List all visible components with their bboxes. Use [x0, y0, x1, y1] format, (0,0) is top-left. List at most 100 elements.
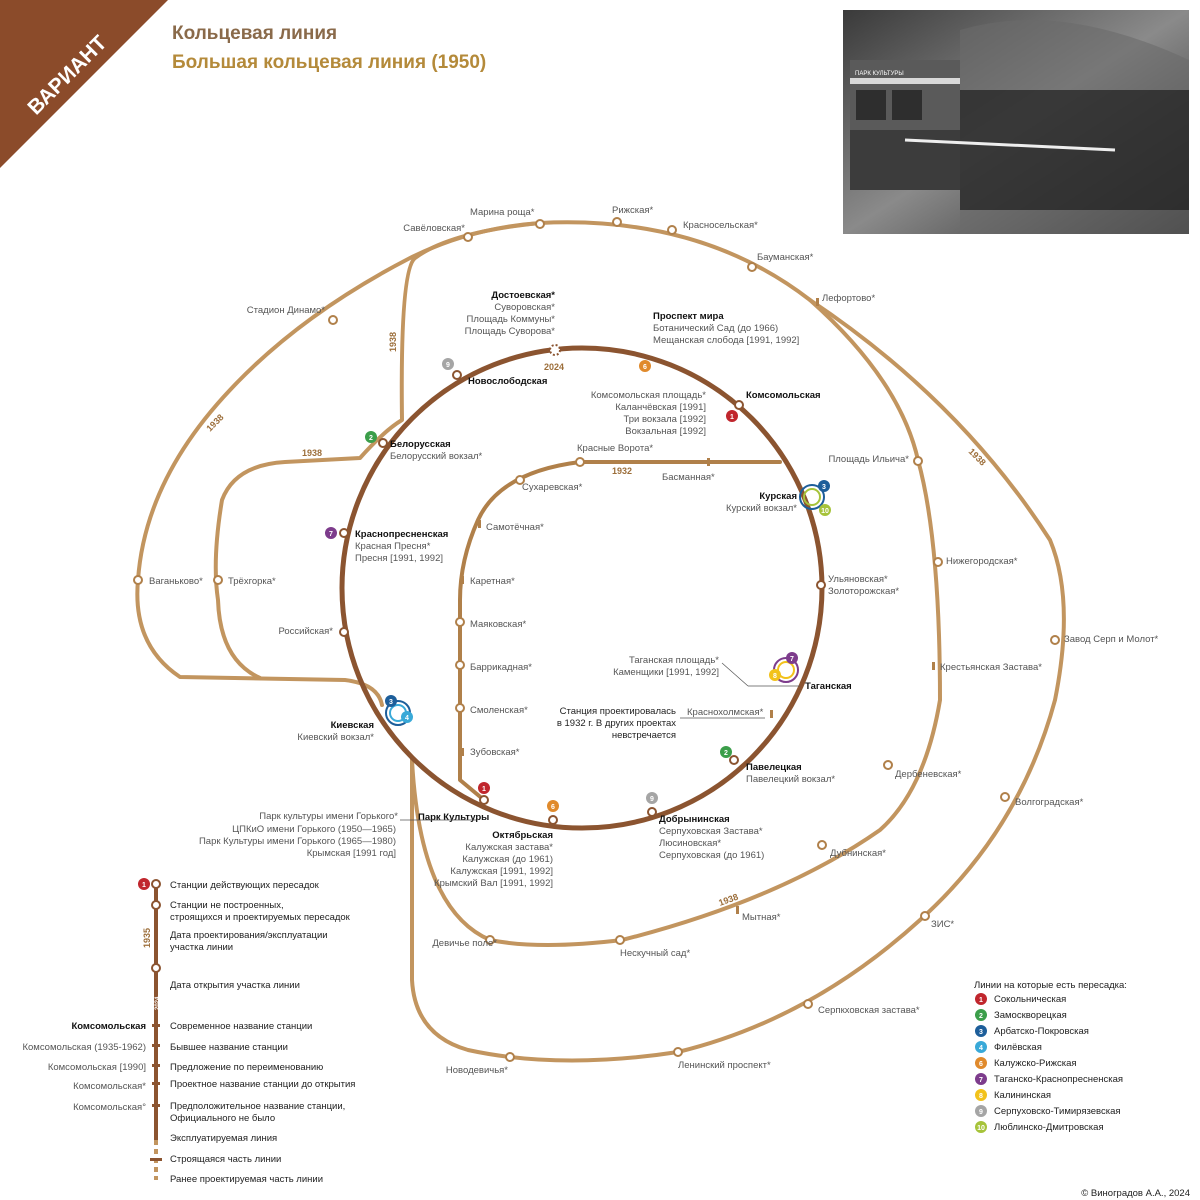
svg-text:2: 2 — [369, 435, 373, 442]
svg-text:Эксплуатируемая линия: Эксплуатируемая линия — [170, 1133, 277, 1144]
svg-text:Пресня [1991, 1992]: Пресня [1991, 1992] — [355, 553, 443, 564]
svg-text:Комсомольская: Комсомольская — [71, 1021, 146, 1032]
svg-text:Октябрьская: Октябрьская — [492, 830, 553, 841]
svg-text:Новослободская: Новослободская — [468, 376, 547, 387]
svg-text:9: 9 — [446, 362, 450, 369]
station-derbenevskaya — [883, 760, 893, 770]
line-badge-10 — [975, 1121, 987, 1133]
svg-text:Современное название станции: Современное название станции — [170, 1021, 312, 1032]
svg-text:Дубнинская*: Дубнинская* — [830, 848, 886, 859]
svg-text:Крымская [1991 год]: Крымская [1991 год] — [307, 848, 396, 859]
stations-ticks — [460, 298, 935, 914]
lines — [135, 220, 1066, 1063]
svg-text:Волгоградская*: Волгоградская* — [1015, 797, 1084, 808]
legend-text: Станции действующих пересадок Станции не… — [22, 880, 355, 1185]
svg-text:Новодевичья*: Новодевичья* — [446, 1065, 508, 1076]
svg-text:Мещанская слобода [1991, 1992]: Мещанская слобода [1991, 1992] — [653, 335, 799, 346]
svg-text:Люсиновская*: Люсиновская* — [659, 838, 721, 849]
svg-text:Проспект мира: Проспект мира — [653, 311, 724, 322]
station-nizhegorodskaya — [933, 557, 943, 567]
line-badge-num-6: 6 — [979, 1061, 983, 1068]
year-1938b: 1938 — [302, 448, 322, 458]
svg-text:Предложение по переименованию: Предложение по переименованию — [170, 1062, 323, 1073]
photo-sign: ПАРК КУЛЬТУРЫ — [855, 71, 904, 77]
svg-text:Нижегородская*: Нижегородская* — [946, 556, 1018, 567]
svg-text:Вокзальная [1992]: Вокзальная [1992] — [625, 426, 706, 437]
svg-text:Строящаяся часть линии: Строящаяся часть линии — [170, 1154, 281, 1165]
line-name-1: Сокольническая — [994, 994, 1066, 1005]
svg-text:Лефортово*: Лефортово* — [822, 293, 875, 304]
line-name-4: Филёвская — [994, 1042, 1042, 1053]
svg-text:Ленинский проспект*: Ленинский проспект* — [678, 1060, 771, 1071]
svg-text:3: 3 — [389, 699, 393, 706]
station-rossiyskaya — [339, 627, 349, 637]
title-line1: Кольцевая линия — [172, 23, 337, 44]
svg-text:1: 1 — [730, 414, 734, 421]
svg-text:Комсомольская: Комсомольская — [746, 390, 821, 401]
svg-text:Марина роща*: Марина роща* — [470, 207, 535, 218]
svg-text:Киевский вокзал*: Киевский вокзал* — [297, 732, 374, 743]
stations-outer — [133, 217, 1060, 1062]
svg-text:Курский вокзал*: Курский вокзал* — [726, 503, 797, 514]
svg-text:Золоторожская*: Золоторожская* — [828, 586, 899, 597]
svg-text:6: 6 — [643, 364, 647, 371]
svg-text:Серпуховская (до 1961): Серпуховская (до 1961) — [659, 850, 764, 861]
copyright: © Виноградов А.А., 2024 — [1081, 1188, 1190, 1199]
svg-text:Дата проектирования/эксплуатац: Дата проектирования/эксплуатации — [170, 930, 328, 941]
svg-text:Белорусский вокзал*: Белорусский вокзал* — [390, 451, 483, 462]
year-1938a: 1938 — [388, 332, 398, 352]
svg-text:Станции не построенных,: Станции не построенных, — [170, 900, 284, 911]
svg-text:7: 7 — [790, 656, 794, 663]
svg-text:3: 3 — [822, 484, 826, 491]
svg-text:Сухаревская*: Сухаревская* — [522, 482, 583, 493]
svg-text:Нескучный сад*: Нескучный сад* — [620, 948, 690, 959]
svg-text:Самотёчная*: Самотёчная* — [486, 522, 544, 533]
station-smolenskaya — [455, 703, 465, 713]
line-badge-num-2: 2 — [979, 1013, 983, 1020]
station-zis — [920, 911, 930, 921]
station-savelovskaya — [463, 232, 473, 242]
station-sukharevskaya — [515, 475, 525, 485]
historic-photo: ПАРК КУЛЬТУРЫ — [843, 10, 1189, 234]
line-name-2: Замоскворецкая — [994, 1010, 1067, 1021]
svg-text:в 1932 г. В других проектах: в 1932 г. В других проектах — [557, 718, 676, 729]
station-ilyicha — [913, 456, 923, 466]
svg-text:ЗИС*: ЗИС* — [931, 919, 954, 930]
svg-text:Парк Культуры: Парк Культуры — [418, 812, 489, 823]
station-ulyanovskaya — [816, 580, 826, 590]
svg-text:Каретная*: Каретная* — [470, 576, 515, 587]
svg-text:Краснохолмская*: Краснохолмская* — [687, 707, 764, 718]
svg-text:Маяковская*: Маяковская* — [470, 619, 526, 630]
svg-text:Калужская застава*: Калужская застава* — [465, 842, 553, 853]
station-serpukh2 — [803, 999, 813, 1009]
svg-text:Добрынинская: Добрынинская — [659, 814, 730, 825]
station-neskuchny — [615, 935, 625, 945]
station-labels: Достоевская* Суворовская* Площадь Коммун… — [149, 205, 1159, 1076]
svg-text:Ульяновская*: Ульяновская* — [828, 574, 888, 585]
svg-text:Официального не было: Официального не было — [170, 1113, 275, 1124]
svg-text:Проектное название станции до: Проектное название станции до открытия — [170, 1079, 355, 1090]
svg-text:Ваганьково*: Ваганьково* — [149, 576, 203, 587]
ring-inner — [339, 345, 825, 831]
line-badge-num-7: 7 — [979, 1077, 983, 1084]
legend-year-2024: 2024 — [155, 996, 161, 1010]
station-novodevichya — [505, 1052, 515, 1062]
svg-text:Зубовская*: Зубовская* — [470, 747, 520, 758]
line-badge-9 — [975, 1105, 987, 1117]
station-trekhgorka — [213, 575, 223, 585]
svg-text:невстречается: невстречается — [612, 730, 676, 741]
svg-text:Три вокзала [1992]: Три вокзала [1992] — [623, 414, 706, 425]
line-badge-2 — [975, 1009, 987, 1021]
svg-text:Достоевская*: Достоевская* — [491, 290, 555, 301]
svg-text:Крымский Вал [1991, 1992]: Крымский Вал [1991, 1992] — [434, 878, 553, 889]
svg-text:Ботанический Сад (до 1966): Ботанический Сад (до 1966) — [653, 323, 778, 334]
old-line-1938-inner — [213, 221, 542, 680]
station-baumanskaya — [747, 262, 757, 272]
line-name-7: Таганско-Краснопресненская — [994, 1074, 1123, 1085]
svg-text:10: 10 — [821, 508, 829, 515]
svg-text:Красная Пресня*: Красная Пресня* — [355, 541, 431, 552]
line-badge-8 — [975, 1089, 987, 1101]
line-badge-4 — [975, 1041, 987, 1053]
station-leninsky — [673, 1047, 683, 1057]
svg-text:Таганская: Таганская — [805, 681, 852, 692]
